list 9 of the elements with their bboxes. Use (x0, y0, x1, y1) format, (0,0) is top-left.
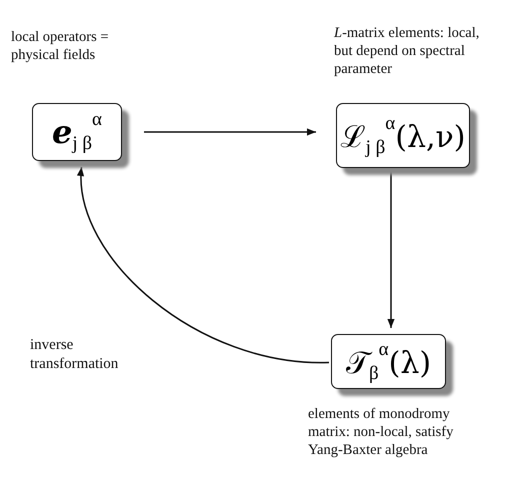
description-text: local operators = physical fields (11, 28, 110, 64)
arrow (78, 167, 330, 364)
arrow (387, 170, 395, 328)
arrow (144, 128, 316, 136)
edge-label: inverse transformation (30, 336, 120, 374)
formula: ℒ$_{j β}$$^{α}$(λ,ν) (340, 112, 466, 158)
description-text: elements of monodromy matrix: non-local, satisfy Yang-Baxter algebra (308, 405, 454, 459)
formula: 𝒯$_{β}$$^{α}$(λ) (346, 338, 432, 384)
description-text: L-matrix elements: local, but depend on spectral parameter (334, 24, 480, 78)
